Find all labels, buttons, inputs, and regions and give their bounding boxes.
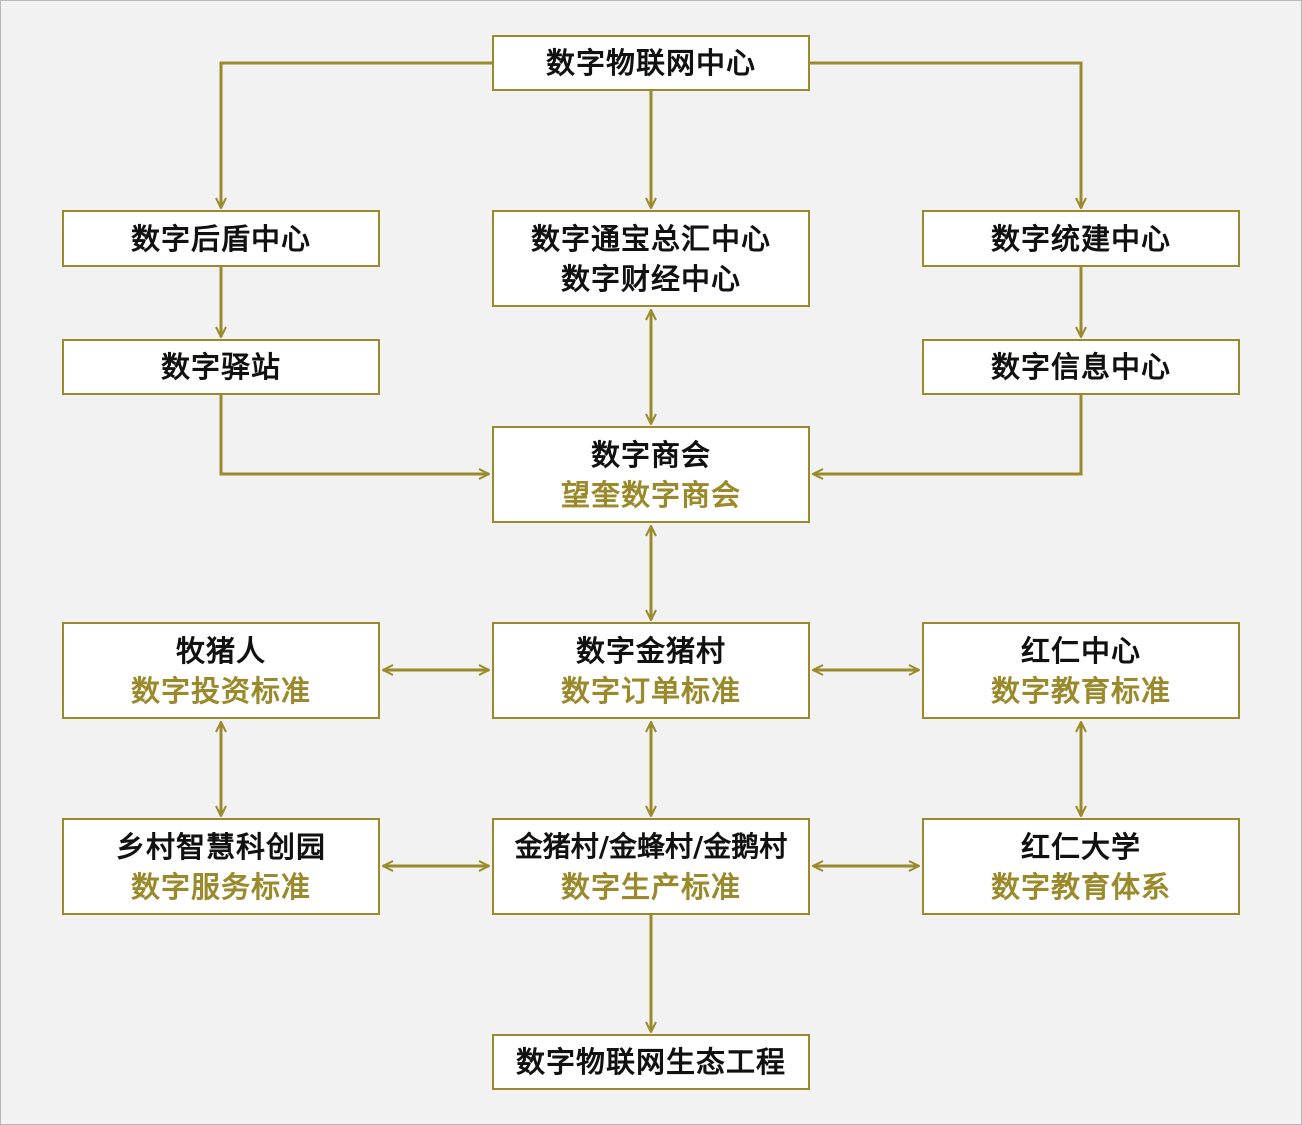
node-title: 牧猪人 <box>175 633 266 668</box>
node-pig-farmer: 牧猪人 数字投资标准 <box>62 622 380 719</box>
node-title: 数字驿站 <box>160 350 281 384</box>
node-post-station: 数字驿站 <box>62 339 380 395</box>
node-villages: 金猪村/金蜂村/金鹅村 数字生产标准 <box>492 818 810 915</box>
node-title: 金猪村/金蜂村/金鹅村 <box>514 829 788 863</box>
node-info-center: 数字信息中心 <box>922 339 1240 395</box>
node-title: 红仁大学 <box>1020 829 1141 864</box>
node-title: 数字通宝总汇中心 <box>530 221 771 256</box>
node-subtitle: 数字服务标准 <box>130 869 311 904</box>
node-iot-center: 数字物联网中心 <box>492 35 810 91</box>
node-subtitle: 望奎数字商会 <box>560 477 741 512</box>
node-hongren-university: 红仁大学 数字教育体系 <box>922 818 1240 915</box>
node-title: 数字后盾中心 <box>130 221 311 256</box>
node-title: 乡村智慧科创园 <box>115 829 326 864</box>
node-subtitle: 数字教育标准 <box>990 673 1171 708</box>
node-subtitle: 数字订单标准 <box>560 673 741 708</box>
edge-iot-to-shield <box>221 61 492 208</box>
node-title: 数字商会 <box>590 437 711 472</box>
node-title: 数字信息中心 <box>990 350 1171 384</box>
edge-info-to-chamber <box>813 395 1083 474</box>
node-hongren-center: 红仁中心 数字教育标准 <box>922 622 1240 719</box>
node-treasure-center: 数字通宝总汇中心 数字财经中心 <box>492 210 810 307</box>
edge-iot-to-build <box>810 61 1081 208</box>
node-title: 数字金猪村 <box>575 633 726 668</box>
node-title: 数字物联网中心 <box>545 46 756 80</box>
node-ecosystem: 数字物联网生态工程 <box>492 1034 810 1090</box>
node-subtitle: 数字教育体系 <box>990 869 1171 904</box>
node-subtitle: 数字生产标准 <box>560 869 741 904</box>
edge-post-to-chamber <box>219 395 489 474</box>
node-subtitle: 数字投资标准 <box>130 673 311 708</box>
node-title: 数字统建中心 <box>990 221 1171 256</box>
node-shield-center: 数字后盾中心 <box>62 210 380 267</box>
node-build-center: 数字统建中心 <box>922 210 1240 267</box>
node-rural-park: 乡村智慧科创园 数字服务标准 <box>62 818 380 915</box>
node-title: 红仁中心 <box>1020 633 1141 668</box>
node-subtitle: 数字财经中心 <box>560 261 741 296</box>
node-title: 数字物联网生态工程 <box>515 1045 786 1079</box>
node-chamber: 数字商会 望奎数字商会 <box>492 426 810 523</box>
node-golden-pig-village: 数字金猪村 数字订单标准 <box>492 622 810 719</box>
